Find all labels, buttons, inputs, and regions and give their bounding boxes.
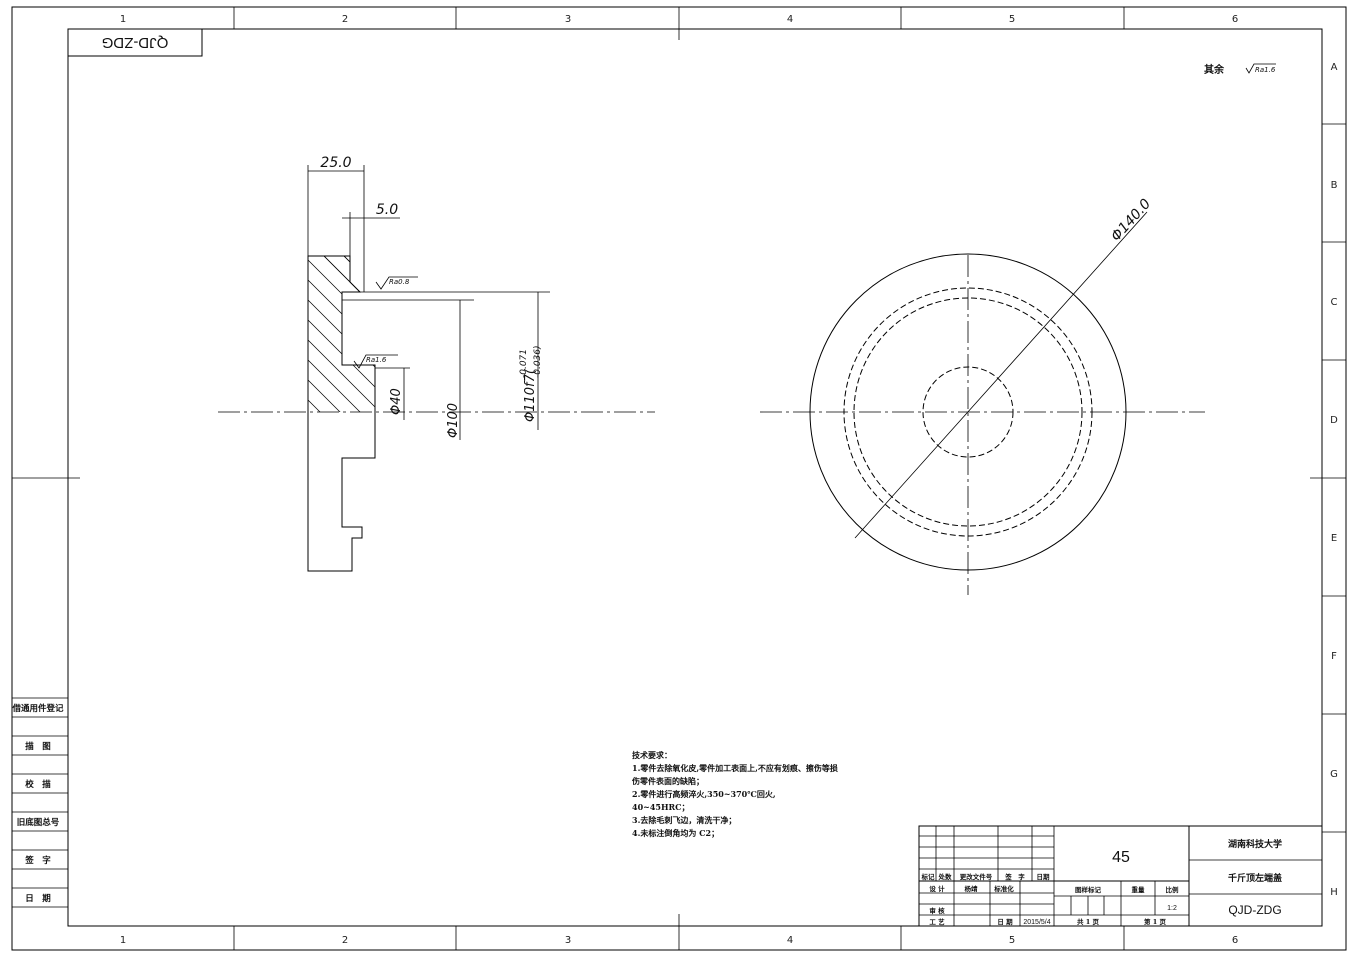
dim-width-5: 5.0 <box>376 202 398 218</box>
material: 45 <box>1112 849 1130 866</box>
zone-label: B <box>1331 180 1338 191</box>
roughness-upper: Ra0.8 <box>389 278 410 286</box>
drawing-code-upside-down: QJD-ZDG <box>102 34 169 51</box>
rev-header: 日期 <box>1037 872 1051 881</box>
zone-label: 4 <box>787 935 793 946</box>
zone-label: A <box>1331 62 1338 73</box>
zone-label: H <box>1330 887 1338 898</box>
section-view: 25.0 5.0 Ra0.8 Ra1.6 Φ40 Φ100 Φ110f7( -0… <box>218 155 655 572</box>
zone-label: 3 <box>565 14 571 25</box>
sidebar-label: 借通用件登记 <box>11 703 64 714</box>
zone-label: 5 <box>1009 935 1015 946</box>
title-block: 标记 处数 更改文件号 签 字 日期 设 计 杨靖 标准化 审 核 工 艺 日 … <box>918 825 1323 927</box>
zone-label: 1 <box>120 14 126 25</box>
weight-label: 重量 <box>1132 885 1146 894</box>
drawing-number: QJD-ZDG <box>1228 903 1281 917</box>
rev-header: 更改文件号 <box>960 872 993 881</box>
zone-label: 6 <box>1232 14 1238 25</box>
design-label: 设 计 <box>929 884 945 893</box>
zone-label: 4 <box>787 14 793 25</box>
dim-dia-40: Φ40 <box>389 388 404 415</box>
part-name: 千斤顶左端盖 <box>1228 872 1282 884</box>
technical-requirements: 技术要求： 1.零件去除氧化皮,零件加工表面上,不应有划痕、擦伤等损 伤零件表面… <box>631 750 838 839</box>
sidebar-label: 描 图 <box>25 741 51 752</box>
roughness-lower: Ra1.6 <box>366 356 387 364</box>
zone-label: 6 <box>1232 935 1238 946</box>
zone-label: 2 <box>342 14 348 25</box>
tech-req-line: 4.未标注倒角均为 C2； <box>632 828 719 839</box>
tech-req-line: 3.去除毛刺飞边，清洗干净； <box>632 815 736 826</box>
left-sidebar: 借通用件登记 描 图 校 描 旧底图总号 签 字 日 期 <box>11 697 68 908</box>
rev-header: 处数 <box>938 872 953 881</box>
dim-width-25: 25.0 <box>320 155 351 171</box>
surface-note: 其余 Ra1.6 <box>1204 63 1276 76</box>
designer-name: 杨靖 <box>965 884 979 893</box>
drawing-code-box: QJD-ZDG <box>67 28 203 57</box>
section-hatching <box>308 256 375 412</box>
roughness-symbol-icon <box>353 354 398 369</box>
zone-label: C <box>1331 297 1338 308</box>
dia-140-leader <box>854 211 1148 539</box>
tech-req-line: 1.零件去除氧化皮,零件加工表面上,不应有划痕、擦伤等损 <box>632 763 838 773</box>
zone-label: G <box>1330 769 1338 780</box>
zone-label: F <box>1331 651 1337 662</box>
stage-mark-label: 图样标记 <box>1075 885 1102 894</box>
scale-value: 1:2 <box>1167 905 1177 912</box>
sheet-frame <box>11 6 1347 951</box>
process-label: 工 艺 <box>929 917 945 926</box>
dim-dia-110: Φ110f7( <box>523 368 538 422</box>
roughness-symbol-icon <box>1245 63 1276 74</box>
section-lower-outline <box>307 412 376 572</box>
sheet-number: 第 1 页 <box>1144 917 1167 926</box>
standardization-label: 标准化 <box>993 884 1014 893</box>
zone-label: D <box>1330 415 1338 426</box>
tech-req-line: 2.零件进行高频淬火,350~370℃回火, <box>632 789 776 799</box>
right-zone-labels: A B C D E F G H <box>1330 62 1338 898</box>
organization: 湖南科技大学 <box>1228 838 1282 850</box>
sheets-total: 共 1 页 <box>1077 917 1100 926</box>
tech-req-line: 40~45HRC； <box>632 802 690 813</box>
dim-dia-110-tol-upper: -0.071 <box>519 349 529 378</box>
tech-req-line: 伤零件表面的缺陷； <box>631 776 704 787</box>
surface-note-label: 其余 <box>1204 63 1225 76</box>
zone-label: E <box>1331 533 1337 544</box>
zone-label: 1 <box>120 935 126 946</box>
top-zone-labels: 1 2 3 4 5 6 <box>120 14 1238 25</box>
dim-dia-140: Φ140.0 <box>1108 196 1154 245</box>
date-value: 2015/5/4 <box>1023 919 1050 926</box>
end-view: Φ140.0 <box>760 196 1205 595</box>
zone-label: 5 <box>1009 14 1015 25</box>
zone-label: 2 <box>342 935 348 946</box>
review-label: 审 核 <box>929 906 945 915</box>
date-label: 日 期 <box>997 917 1013 926</box>
roughness-symbol-icon <box>375 276 418 290</box>
surface-note-value: Ra1.6 <box>1255 66 1276 74</box>
bottom-zone-labels: 1 2 3 4 5 6 <box>120 935 1238 946</box>
sidebar-label: 校 描 <box>25 779 51 790</box>
dim-dia-110-tol-lower: -0.036) <box>533 345 543 378</box>
tech-req-heading: 技术要求： <box>632 750 672 760</box>
dim-dia-100: Φ100 <box>446 403 461 438</box>
section-upper-outline <box>307 255 376 412</box>
scale-label: 比例 <box>1166 885 1180 894</box>
sidebar-label: 日 期 <box>25 893 51 904</box>
sidebar-label: 旧底图总号 <box>17 817 60 828</box>
sidebar-label: 签 字 <box>24 855 51 866</box>
rev-header: 签 字 <box>1004 872 1025 881</box>
zone-label: 3 <box>565 935 571 946</box>
rev-header: 标记 <box>921 872 936 881</box>
